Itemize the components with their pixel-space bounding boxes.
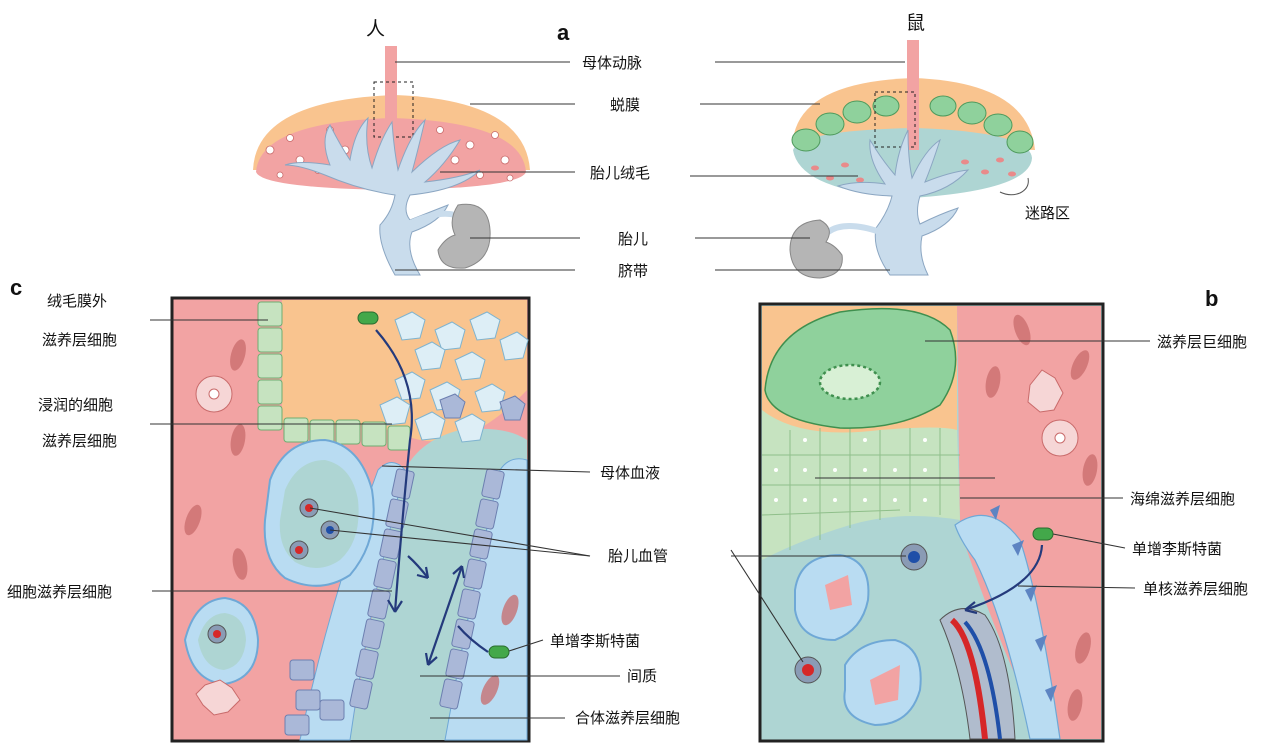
label-umbilical-cord: 脐带 [618,262,648,280]
label-decidua: 蜕膜 [610,96,640,114]
label-evt-line1: 绒毛膜外 [47,292,107,310]
panel-b-fetal-cell-red [795,657,821,683]
human-placenta [253,46,530,275]
panel-c: c [7,275,680,741]
mouse-maternal-artery [907,40,919,150]
human-label: 人 [366,18,385,40]
label-fetal-villi: 胎儿绒毛 [590,164,650,182]
label-fetal-vessel: 胎儿血管 [608,547,668,565]
label-evt-line2: 滋养层细胞 [42,331,117,349]
label-fetus: 胎儿 [618,230,648,248]
label-invasive-line1: 浸润的细胞 [38,396,113,414]
mouse-label: 鼠 [906,12,925,34]
label-labyrinth: 迷路区 [1025,204,1070,222]
label-listeria-c: 单增李斯特菌 [550,632,640,650]
panel-c-fetal-vessel-large [265,440,374,586]
panel-b-fetal-cell-blue [901,544,927,570]
panel-b-fetal-vessel-2 [844,640,920,725]
mouse-umbilical-cord [828,226,880,232]
panel-b: b [731,286,1248,741]
panel-c-listeria-right [489,646,509,658]
label-syncytiotrophoblast: 合体滋养层细胞 [575,709,680,727]
panel-b-giant-cell-nucleus [820,365,880,399]
panel-c-listeria-top [358,312,378,324]
label-mononuclear: 单核滋养层细胞 [1143,580,1248,598]
label-invasive-line2: 滋养层细胞 [42,432,117,450]
label-maternal-blood: 母体血液 [600,464,660,482]
panel-a-letter: a [557,20,570,45]
label-cytotrophoblast: 细胞滋养层细胞 [7,583,112,601]
label-stroma: 间质 [627,667,657,685]
panel-a: a 人 鼠 [253,12,1070,280]
label-listeria-b: 单增李斯特菌 [1132,540,1222,558]
panel-b-letter: b [1205,286,1218,311]
panel-c-letter: c [10,275,22,300]
label-giant-cell: 滋养层巨细胞 [1157,333,1247,351]
label-spongio: 海绵滋养层细胞 [1130,490,1235,508]
mouse-placenta [790,40,1035,278]
label-maternal-artery: 母体动脉 [582,54,642,72]
panel-b-listeria [1033,528,1053,540]
